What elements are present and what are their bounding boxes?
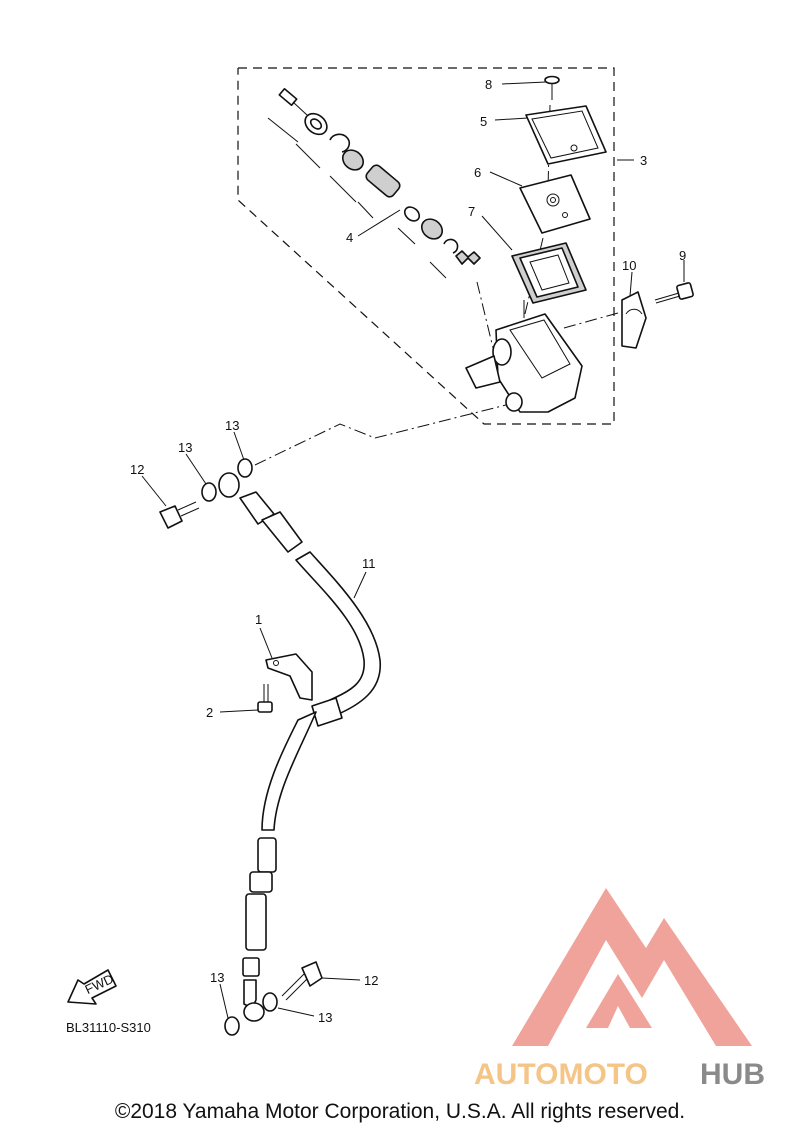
callout-12-lower: 12 [364, 973, 378, 988]
callout-leader [259, 627, 273, 659]
copyright-notice: ©2018 Yamaha Motor Corporation, U.S.A. A… [114, 1100, 686, 1123]
diagram-reference-code: BL31110-S310 [66, 1020, 151, 1035]
link-line-hose [254, 403, 511, 466]
union-bolt-upper [159, 501, 200, 529]
brake-hose [218, 472, 381, 1022]
callout-5: 5 [480, 114, 487, 129]
callout-leader [277, 1007, 315, 1017]
callout-1: 1 [255, 612, 262, 627]
callout-3: 3 [640, 153, 647, 168]
master-cylinder-body [465, 300, 583, 413]
reservoir-cap [525, 105, 607, 165]
callout-leader [233, 431, 245, 461]
copper-washer [201, 482, 217, 502]
callout-13-upper-right: 13 [225, 418, 239, 433]
callout-7: 7 [468, 204, 475, 219]
callout-leader [219, 983, 229, 1019]
callout-2: 2 [206, 705, 213, 720]
callout-leader [219, 709, 259, 713]
watermark-word-hub: HUB [700, 1058, 765, 1091]
link-line-piston [476, 281, 495, 353]
callout-leader [494, 117, 529, 121]
copper-washer [237, 458, 253, 478]
forward-direction-arrow: FWD [67, 969, 117, 1005]
union-bolt-lower [281, 961, 323, 1001]
callout-leader [481, 215, 513, 251]
callout-leader [141, 475, 167, 507]
link-line-screw [547, 104, 551, 191]
screw [544, 75, 560, 100]
callout-8: 8 [485, 77, 492, 92]
callout-13-upper-left: 13 [178, 440, 192, 455]
callout-13-lower-left: 13 [210, 970, 224, 985]
hose-guide-bracket [265, 653, 313, 701]
diaphragm-plate [519, 174, 591, 234]
callout-leader [629, 271, 633, 297]
link-line-holder [563, 312, 619, 329]
callout-10: 10 [622, 258, 636, 273]
holder-bolt [654, 282, 694, 304]
callout-leader [489, 171, 523, 187]
callout-4-leader [357, 209, 401, 237]
callout-leader [185, 453, 207, 485]
logo-outer-triangle [512, 888, 752, 1046]
master-cylinder-holder [621, 291, 647, 349]
logo-inner-triangle [586, 974, 652, 1028]
automotohub-watermark-logo: AUTOMOTO HUB [474, 888, 765, 1091]
callout-12-upper: 12 [130, 462, 144, 477]
bracket-bolt [257, 684, 273, 713]
callout-11: 11 [362, 556, 376, 571]
assembly-boundary [237, 67, 615, 425]
diaphragm [511, 242, 587, 304]
callout-leader [321, 977, 361, 981]
callout-4: 4 [346, 230, 353, 245]
callout-leader [501, 81, 547, 85]
link-line-diaphragm [523, 237, 544, 319]
master-cylinder-kit [267, 87, 481, 279]
watermark-word-automoto: AUTOMOTO [474, 1058, 648, 1091]
copper-washer [224, 1016, 240, 1036]
callout-leader [353, 571, 367, 599]
automotohub-logo-mark [512, 888, 752, 1046]
callout-9: 9 [679, 248, 686, 263]
copper-washer [262, 992, 278, 1012]
callout-13-lower-right: 13 [318, 1010, 332, 1025]
callout-6: 6 [474, 165, 481, 180]
